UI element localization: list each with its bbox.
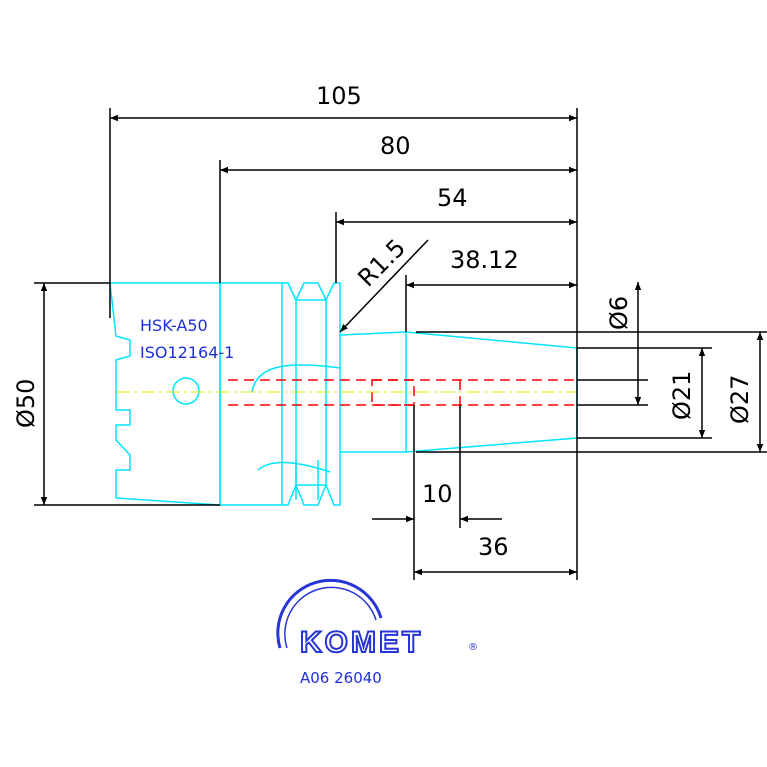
flange-body-outline — [219, 282, 283, 506]
dim-label-r15: R1.5 — [352, 234, 411, 293]
hsk-shank-outline — [109, 282, 221, 506]
v-groove-wall — [295, 282, 327, 506]
article-number: A06 26040 — [300, 669, 382, 687]
brand-name: KOMET — [300, 626, 423, 659]
dim-label-10: 10 — [422, 480, 453, 508]
dim-label-54: 54 — [437, 184, 468, 212]
dim-label-36: 36 — [478, 533, 509, 561]
komet-logo: KOMET ® — [276, 578, 478, 660]
dimension-lines — [34, 108, 767, 580]
dimension-labels: 105 80 54 38.12 R1.5 Ø50 Ø6 Ø21 Ø27 10 3… — [12, 82, 754, 561]
dim-label-50: Ø50 — [12, 379, 40, 428]
coolant-channel-upper — [251, 364, 341, 393]
hidden-lines — [116, 379, 576, 406]
dim-label-3812: 38.12 — [450, 246, 519, 274]
dim-label-80: 80 — [380, 132, 411, 160]
dim-label-105: 105 — [316, 82, 362, 110]
dim-label-6: Ø6 — [605, 296, 633, 330]
logo-arc — [276, 578, 383, 649]
dim-label-27: Ø27 — [726, 375, 754, 424]
leader-r15 — [339, 239, 429, 333]
interface-note: HSK-A50 — [140, 316, 208, 335]
collar-outline — [325, 282, 341, 506]
drive-slot-circle — [172, 377, 200, 405]
brand-registered: ® — [468, 642, 478, 653]
standard-note: ISO12164-1 — [140, 343, 234, 362]
logo-arc-inner — [284, 586, 377, 649]
v-groove-outline — [282, 282, 297, 506]
coolant-channel-lower — [257, 461, 331, 473]
dim-label-21: Ø21 — [668, 371, 696, 420]
